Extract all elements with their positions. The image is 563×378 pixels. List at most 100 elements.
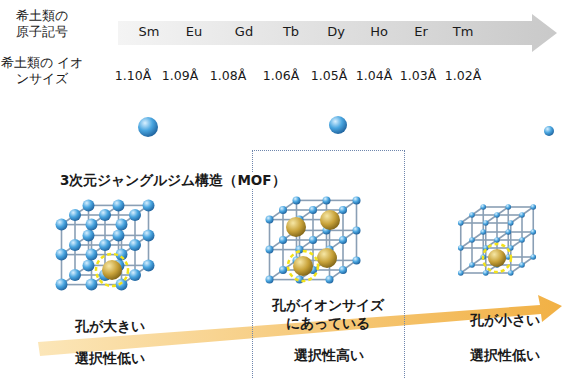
lattice-rod (508, 231, 533, 233)
lattice-rod (483, 206, 508, 208)
lattice-node (266, 246, 274, 254)
lattice-node (339, 206, 347, 214)
lattice-rod (471, 215, 473, 240)
lattice-rod (270, 249, 300, 251)
text-label: Sm (139, 24, 160, 40)
lattice-node (508, 270, 514, 276)
lattice-node (143, 229, 155, 241)
lattice-rod (482, 207, 484, 232)
lattice-node (458, 270, 464, 276)
lattice-rod (460, 223, 462, 248)
lattice-node (86, 219, 98, 231)
lattice-node (480, 204, 486, 210)
lattice-node (129, 269, 141, 281)
lattice-node (83, 259, 95, 271)
lattice-rod (485, 223, 487, 248)
lattice-node (116, 219, 128, 231)
text-label: 選択性低い (470, 347, 540, 364)
lattice-node (469, 262, 475, 268)
lattice-node (483, 270, 489, 276)
lattice-node (279, 266, 287, 274)
lattice-node (458, 245, 464, 251)
text-label: Tb (283, 24, 299, 40)
lattice-node (353, 226, 361, 234)
lattice-rod (483, 231, 508, 233)
lattice-rod (297, 200, 327, 202)
lattice-rod (486, 272, 511, 274)
ion-sphere (544, 126, 554, 136)
text-label: 1.04Å (356, 68, 392, 84)
lattice-rod (269, 250, 271, 280)
lattice-node (519, 237, 525, 243)
lattice-rod (507, 232, 509, 257)
lattice-node (129, 209, 141, 221)
ion-sphere (138, 117, 158, 137)
lattice-rod (486, 222, 511, 224)
text-label: 選択性低い (75, 350, 145, 367)
lattice-node (56, 249, 68, 261)
lattice-node (99, 239, 111, 251)
guest-ion (488, 249, 506, 267)
lattice-node (83, 229, 95, 241)
lattice-rod (312, 210, 314, 240)
lattice-rod (497, 214, 522, 216)
lattice-node (530, 254, 536, 260)
lattice-node (494, 212, 500, 218)
lattice-rod (282, 240, 284, 270)
lattice-node (339, 266, 347, 274)
text-label: 希土類の 原子記号 (12, 8, 72, 41)
lattice-rod (313, 239, 343, 241)
text-label: 1.03Å (400, 68, 436, 84)
lattice-rod (521, 215, 523, 240)
lattice-node (494, 237, 500, 243)
lattice-rod (510, 223, 512, 248)
lattice-rod (460, 248, 462, 273)
lattice-node (113, 229, 125, 241)
text-label: Tm (453, 24, 474, 40)
lattice-node (469, 237, 475, 243)
text-label: Eu (186, 24, 202, 40)
lattice-node (505, 229, 511, 235)
lattice-rod (496, 215, 498, 240)
lattice-node (99, 209, 111, 221)
lattice-rod (507, 207, 509, 232)
text-label: Ho (370, 24, 388, 40)
lattice-node (530, 229, 536, 235)
lattice-rod (532, 232, 534, 257)
text-label: 孔が小さい (470, 312, 540, 329)
lattice-node (323, 196, 331, 204)
lattice-node (143, 259, 155, 271)
ion-sphere (329, 116, 347, 134)
pore-marker (288, 251, 318, 281)
lattice-rod (356, 200, 358, 230)
guest-ion (286, 217, 306, 237)
text-label: 1.09Å (162, 68, 198, 84)
text-label: Gd (235, 24, 253, 40)
guest-ion (293, 256, 313, 276)
guest-ion (317, 248, 337, 268)
lattice-rod (532, 207, 534, 232)
lattice-node (83, 199, 95, 211)
lattice-rod (342, 240, 344, 270)
lattice-node (143, 199, 155, 211)
lattice-rod (521, 240, 523, 265)
lattice-node (69, 239, 81, 251)
lattice-node (309, 236, 317, 244)
text-label: 1.08Å (210, 68, 246, 84)
selectivity-arrow (38, 295, 562, 356)
lattice-node (266, 216, 274, 224)
lattice-node (279, 206, 287, 214)
guest-ion (102, 260, 122, 280)
lattice-rod (356, 230, 358, 260)
node-heading: 孔がイオンサイズにあっている (266, 297, 392, 332)
lattice-rod (472, 239, 497, 241)
lattice-node (86, 249, 98, 261)
lattice-rod (482, 232, 484, 257)
lattice-rod (342, 210, 344, 240)
lattice-node (519, 212, 525, 218)
lattice-node (326, 276, 334, 284)
lattice-rod (282, 210, 284, 240)
text-label: Er (414, 24, 428, 40)
lattice-node (309, 206, 317, 214)
lattice-node (469, 212, 475, 218)
